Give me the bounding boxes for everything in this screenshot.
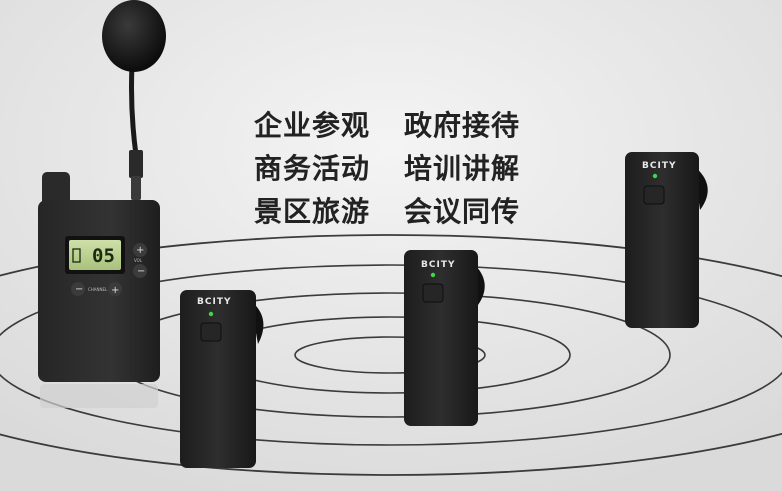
mic-foam bbox=[102, 0, 166, 72]
svg-text:+: + bbox=[136, 245, 144, 256]
vol-down-button bbox=[133, 264, 147, 278]
svg-text:+: + bbox=[111, 285, 119, 296]
receiver-right-brand: BCITY bbox=[642, 161, 676, 171]
receiver-middle-power-button bbox=[422, 283, 444, 303]
tagline-item: 政府接待 bbox=[404, 109, 521, 142]
receiver-right-led bbox=[652, 173, 658, 179]
receiver-left-brand: BCITY bbox=[197, 297, 231, 307]
tagline-item: 商务活动 bbox=[254, 152, 371, 185]
receiver-right-power-button bbox=[643, 185, 665, 205]
receiver-left-power-button bbox=[200, 322, 222, 342]
vol-label: VOL bbox=[134, 258, 143, 263]
transmitter-shadow bbox=[40, 384, 158, 408]
vol-up-button bbox=[133, 243, 147, 257]
receiver-left-led bbox=[208, 311, 214, 317]
tagline-row: 商务活动 培训讲解 bbox=[254, 147, 554, 190]
lcd-battery-icon bbox=[72, 248, 81, 263]
tagline-item: 景区旅游 bbox=[254, 195, 371, 228]
receiver-middle-body bbox=[404, 250, 478, 426]
tagline-item: 企业参观 bbox=[254, 109, 371, 142]
receiver-right: BCITY bbox=[625, 152, 708, 328]
channel-up-button bbox=[108, 282, 122, 296]
lcd-channel-readout: 05 bbox=[92, 245, 115, 267]
channel-down-button bbox=[71, 282, 85, 296]
channel-label: CHANNEL bbox=[88, 287, 108, 292]
receiver-right-body bbox=[625, 152, 699, 328]
svg-text:−: − bbox=[75, 284, 83, 295]
transmitter-device: 05 + VOL − − CHANNEL + bbox=[38, 0, 166, 408]
receiver-middle-led bbox=[430, 272, 436, 278]
svg-text:−: − bbox=[137, 266, 145, 277]
receiver-left: BCITY bbox=[180, 290, 264, 468]
tagline-row: 企业参观 政府接待 bbox=[254, 104, 554, 147]
receiver-left-body bbox=[180, 290, 256, 468]
tagline-item: 培训讲解 bbox=[404, 152, 521, 185]
mic-plug-ring bbox=[131, 176, 141, 200]
mic-gooseneck bbox=[129, 64, 139, 156]
mic-plug bbox=[129, 150, 143, 178]
use-case-tagline: 企业参观 政府接待 商务活动 培训讲解 景区旅游 会议同传 bbox=[254, 104, 554, 233]
receiver-middle-brand: BCITY bbox=[421, 260, 455, 270]
lcd-screen bbox=[69, 240, 121, 270]
tagline-row: 景区旅游 会议同传 bbox=[254, 190, 554, 233]
tagline-item: 会议同传 bbox=[404, 195, 521, 228]
receiver-middle: BCITY bbox=[404, 250, 485, 426]
